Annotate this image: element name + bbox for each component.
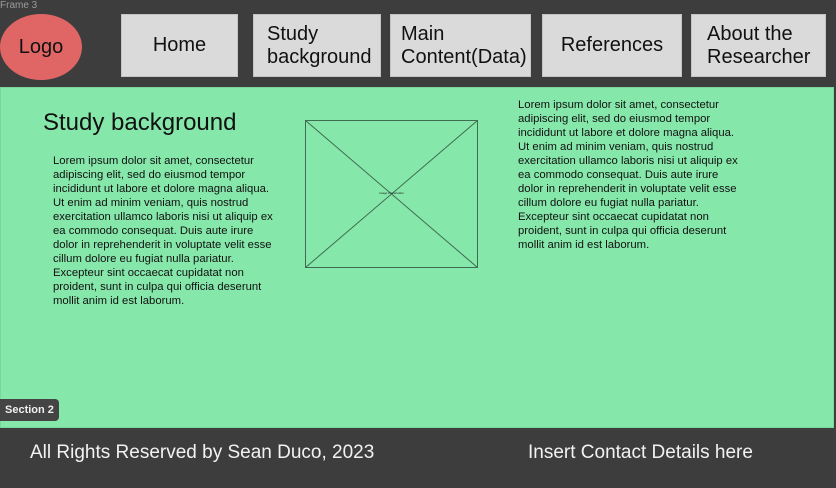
footer: All Rights Reserved by Sean Duco, 2023 I… <box>0 428 836 488</box>
footer-contact-text: Insert Contact Details here <box>528 442 753 463</box>
main-section: Study background Lorem ipsum dolor sit a… <box>0 87 834 428</box>
image-placeholder: Image Placeholder <box>305 120 478 268</box>
nav-main-content-label: Main Content(Data) <box>401 22 527 68</box>
logo[interactable]: Logo <box>0 14 82 80</box>
nav-home-label: Home <box>152 34 207 56</box>
image-placeholder-label: Image Placeholder <box>379 191 404 195</box>
nav-study-background-label: Study background <box>267 22 372 68</box>
section-badge[interactable]: Section 2 <box>0 399 59 421</box>
footer-rights-text: All Rights Reserved by Sean Duco, 2023 <box>30 442 375 463</box>
nav-about-researcher-label: About the Researcher <box>707 22 811 68</box>
nav-references-button[interactable]: References <box>542 14 682 77</box>
nav-about-researcher-button[interactable]: About the Researcher <box>691 14 826 77</box>
section-title: Study background <box>43 109 237 136</box>
nav-references-label: References <box>560 34 664 56</box>
right-paragraph: Lorem ipsum dolor sit amet, consectetur … <box>518 99 738 251</box>
nav-main-content-button[interactable]: Main Content(Data) <box>390 14 531 77</box>
nav-home-button[interactable]: Home <box>121 14 238 77</box>
left-paragraph: Lorem ipsum dolor sit amet, consectetur … <box>53 155 273 307</box>
frame-label: Frame 3 <box>0 0 38 11</box>
logo-text: Logo <box>18 35 64 58</box>
nav-study-background-button[interactable]: Study background <box>253 14 381 77</box>
